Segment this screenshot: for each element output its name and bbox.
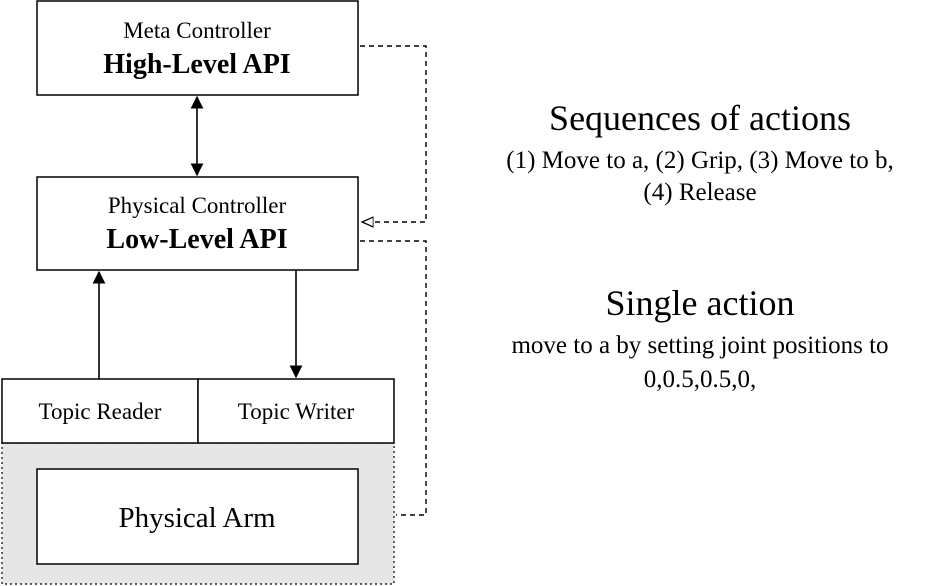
low-level-api-label: Low-Level API xyxy=(106,224,287,255)
physical-arm-label: Physical Arm xyxy=(118,502,276,534)
sequences-heading: Sequences of actions xyxy=(549,98,851,138)
single-action-heading: Single action xyxy=(606,283,795,323)
single-action-line-2: 0,0.5,0.5,0, xyxy=(644,366,757,393)
low-level-to-arm-dashed-line xyxy=(360,240,427,516)
meta-controller-title: Meta Controller xyxy=(123,18,271,43)
physical-controller-box: Physical Controller Low-Level API xyxy=(36,176,359,271)
topic-writer-box: Topic Writer xyxy=(197,378,395,444)
topic-reader-box: Topic Reader xyxy=(1,378,199,444)
single-action-line-1: move to a by setting joint positions to xyxy=(511,332,888,359)
topic-writer-label: Topic Writer xyxy=(238,399,355,424)
sequences-line-2: (4) Release xyxy=(643,179,756,206)
sequences-line-1: (1) Move to a, (2) Grip, (3) Move to b, xyxy=(506,147,893,174)
high-level-to-low-level-dashed-arrow xyxy=(360,45,427,222)
physical-arm-box: Physical Arm xyxy=(36,468,359,565)
high-level-api-label: High-Level API xyxy=(103,49,290,80)
topic-reader-label: Topic Reader xyxy=(39,399,162,424)
meta-controller-box: Meta Controller High-Level API xyxy=(36,0,359,96)
physical-controller-title: Physical Controller xyxy=(108,193,287,218)
